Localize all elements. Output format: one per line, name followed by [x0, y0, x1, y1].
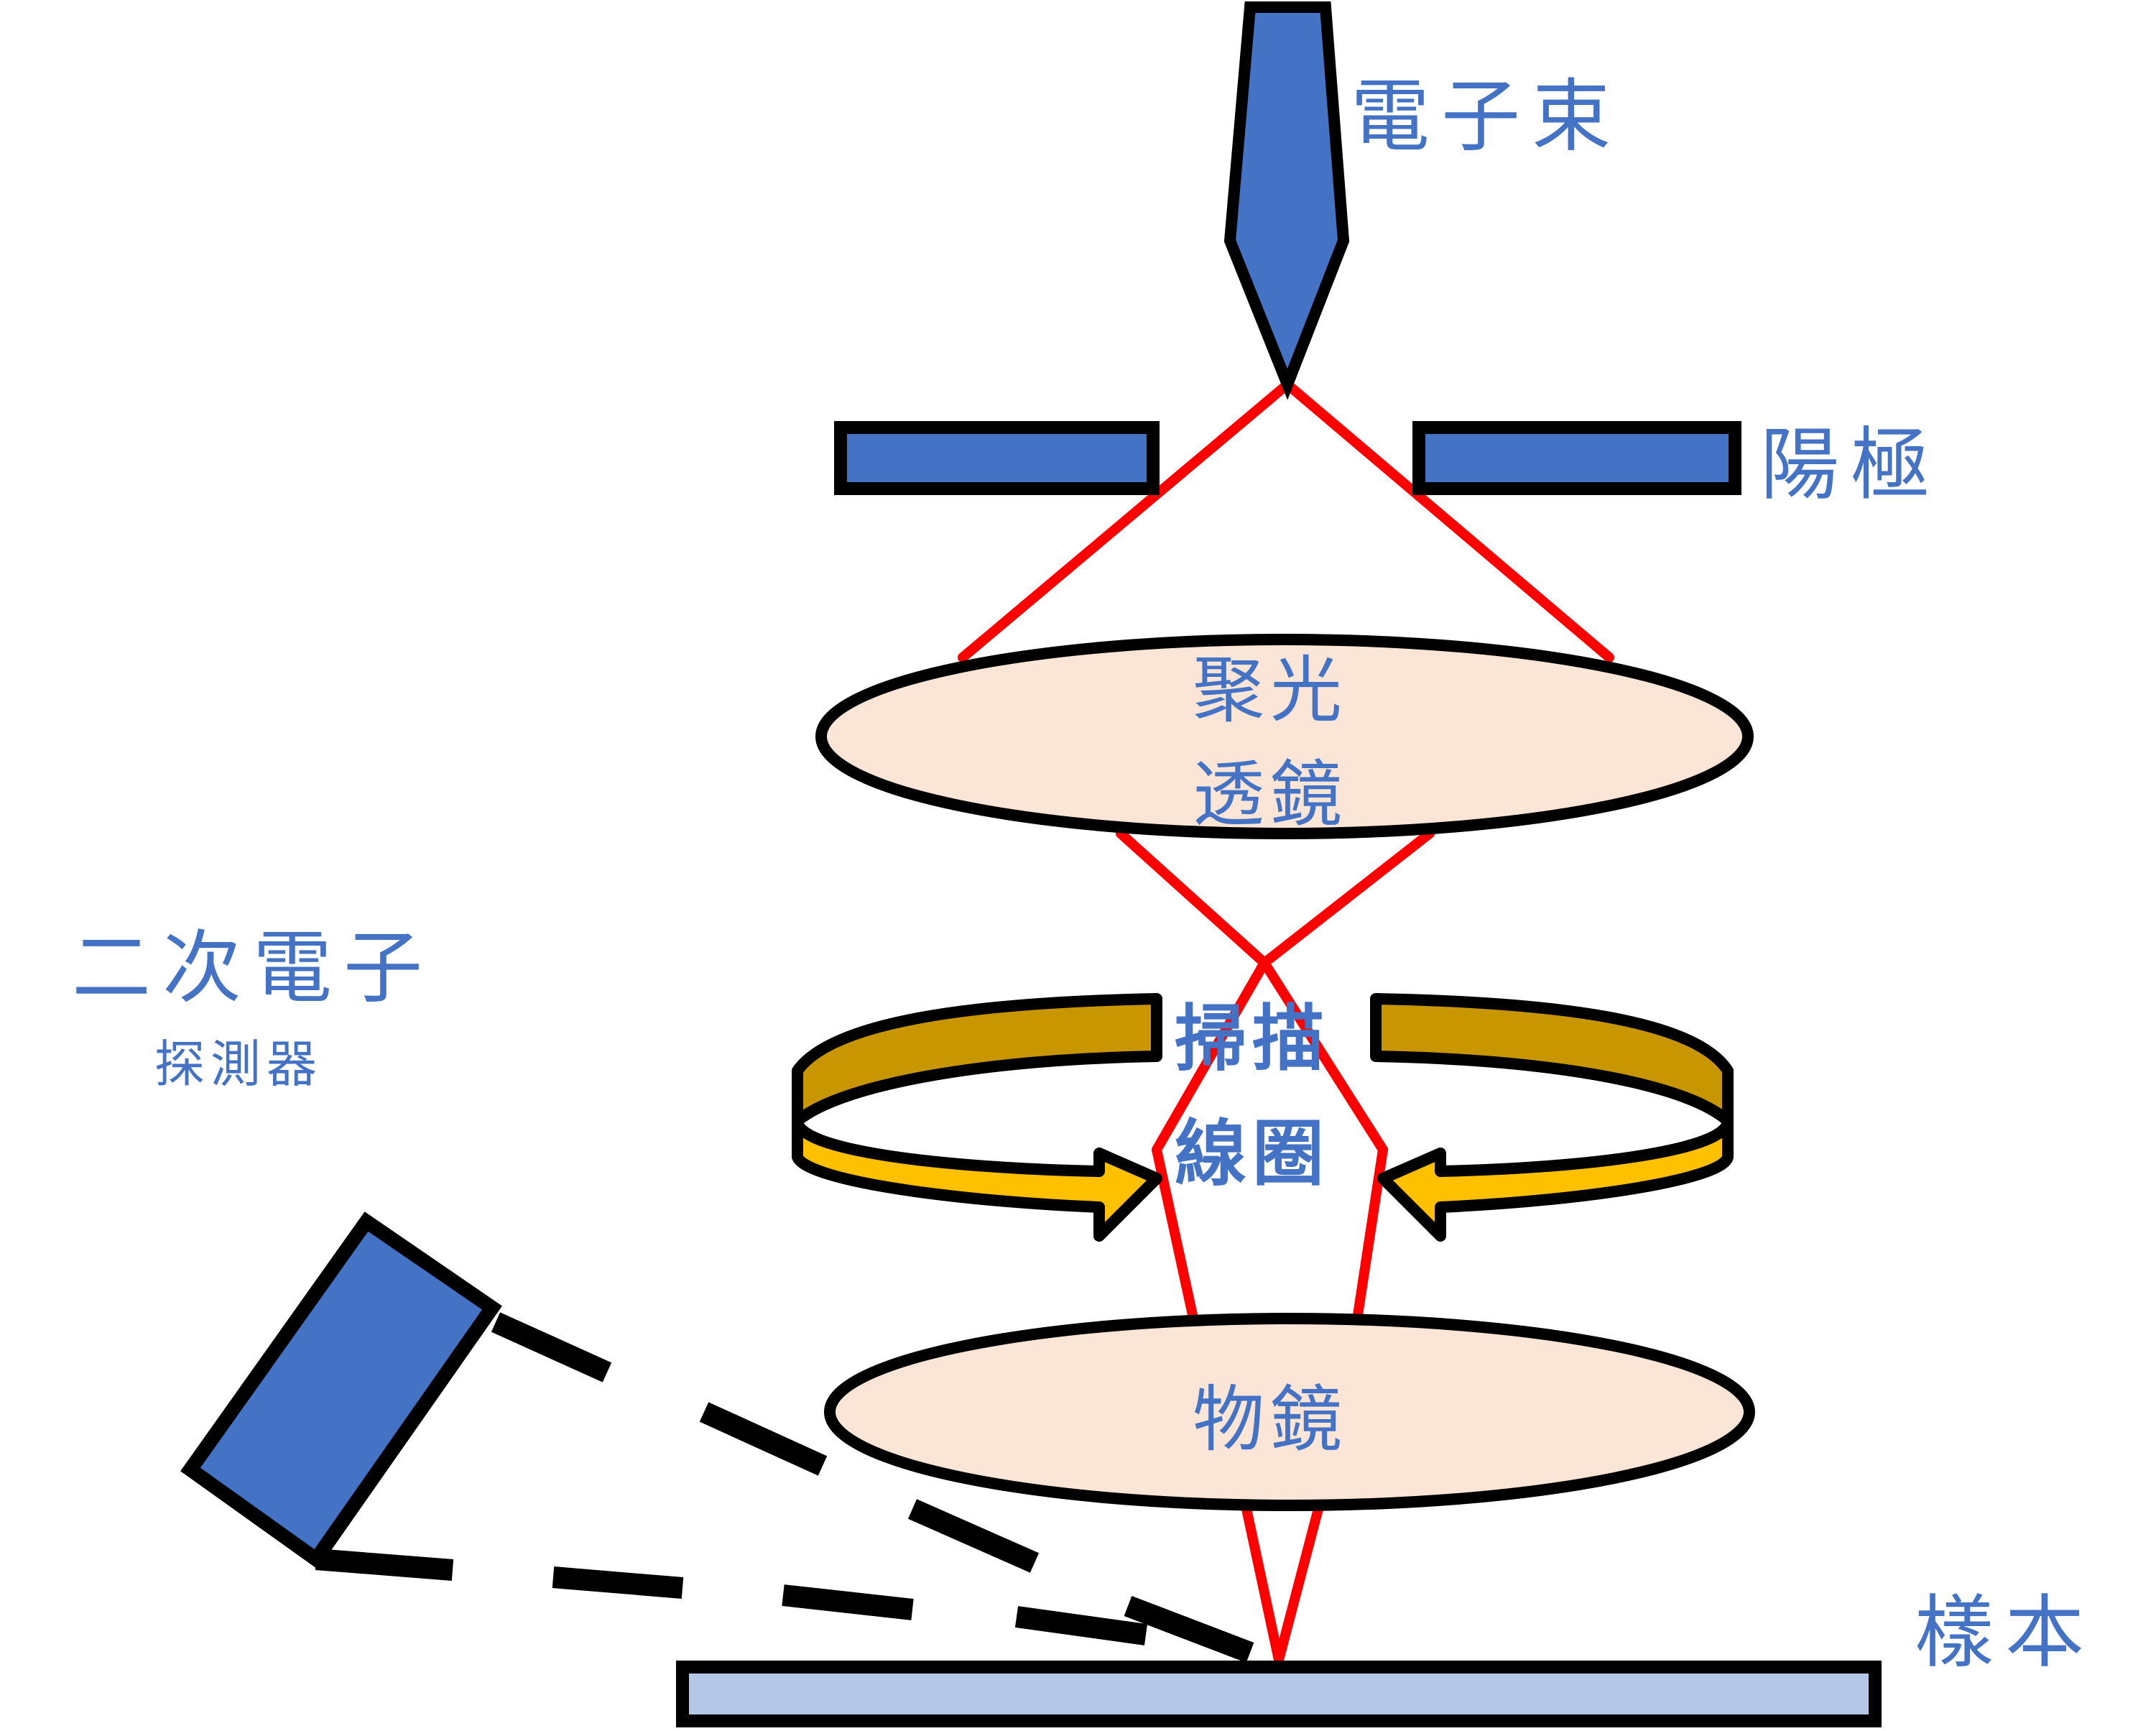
anode-plate-right: [1412, 421, 1741, 495]
se-path-upper-dash: [1124, 1595, 1254, 1663]
scan-coil-right-back: [1370, 993, 1734, 1127]
label-specimen: 樣本: [1915, 1587, 2096, 1679]
beam-ray-mid-left: [1116, 828, 1269, 968]
beam-ray-upper-right: [1282, 379, 1614, 663]
specimen-stage: [676, 1661, 1882, 1727]
scan-coil-left: [792, 993, 1162, 1242]
se-path-upper-dash: [907, 1499, 1040, 1573]
electron-gun: [1223, 1, 1350, 400]
label-scan-coil-2: 線圈: [1175, 1111, 1330, 1196]
se-path-lower-dash: [552, 1566, 684, 1599]
label-condenser-lens-1: 聚光: [1193, 648, 1348, 732]
se-path-lower-dash: [782, 1584, 914, 1620]
beam-ray-coil-left-in: [1152, 958, 1269, 1155]
se-path-lower-dash: [1014, 1606, 1148, 1645]
label-condenser-lens-2: 透鏡: [1193, 752, 1348, 836]
label-electron-beam: 電子束: [1351, 70, 1622, 162]
se-path-upper-dash: [699, 1402, 828, 1476]
objective-lens: [824, 1313, 1755, 1511]
beam-ray-coil-right-in: [1259, 958, 1388, 1155]
label-detector: 探測器: [154, 1035, 323, 1094]
se-path-upper-dash: [491, 1312, 612, 1383]
beam-ray-coil-left-out: [1152, 1145, 1198, 1320]
label-objective-lens: 物鏡: [1193, 1377, 1348, 1462]
scan-coil-left-back: [792, 993, 1162, 1127]
anode-plate-left: [834, 421, 1160, 495]
beam-ray-lower-right: [1274, 1504, 1323, 1665]
secondary-electron-paths: [315, 1312, 1254, 1663]
label-secondary-electron: 二次電子: [72, 922, 434, 1014]
scan-coil-right-front: [1377, 1115, 1734, 1242]
beam-ray-lower-left: [1241, 1504, 1284, 1665]
beam-ray-upper-left: [958, 379, 1292, 663]
beam-ray-mid-right: [1259, 828, 1435, 968]
scan-coil-right: [1370, 993, 1734, 1242]
label-scan-coil-1: 掃描: [1175, 996, 1330, 1081]
se-path-lower-dash: [315, 1548, 454, 1581]
condenser-lens: [815, 634, 1754, 839]
secondary-electron-detector: [180, 1211, 502, 1570]
label-anode: 陽極: [1760, 419, 1941, 511]
electron-beam-path: [958, 379, 1614, 1665]
scan-coil-left-front: [792, 1115, 1162, 1242]
